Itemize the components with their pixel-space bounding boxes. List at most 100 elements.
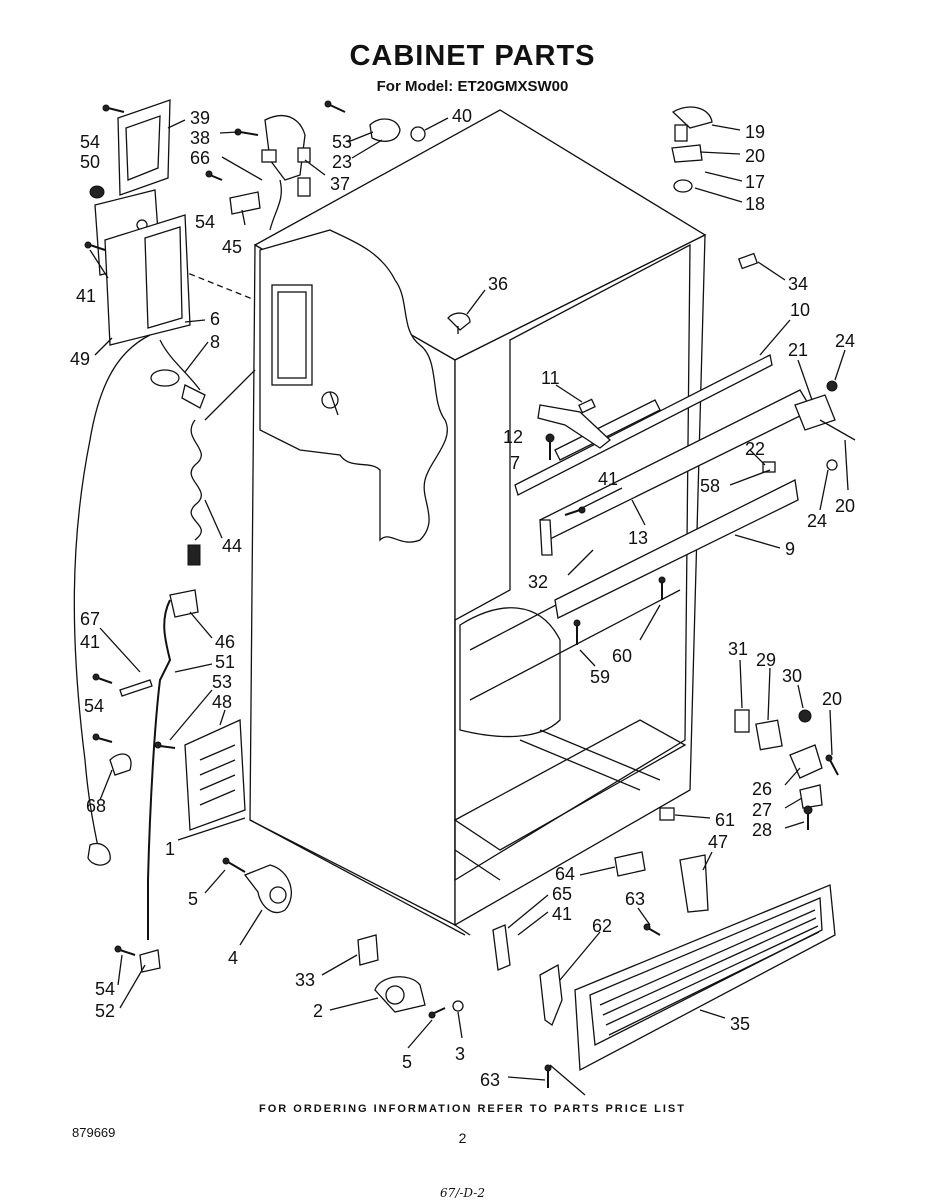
clamp-52 xyxy=(139,949,161,973)
callout: 3 xyxy=(455,1044,465,1064)
hinge-cover xyxy=(671,106,713,129)
callout: 67 xyxy=(80,609,100,629)
callout: 48 xyxy=(212,692,232,712)
callout: 46 xyxy=(215,632,235,652)
screw-icon xyxy=(222,857,246,873)
callout: 9 xyxy=(785,539,795,559)
clip-61 xyxy=(659,807,675,821)
wiring-harness-45 xyxy=(229,191,261,215)
callout: 65 xyxy=(552,884,572,904)
knob-50 xyxy=(89,185,105,199)
wire-coil xyxy=(190,419,202,541)
power-cord xyxy=(73,334,151,861)
callout: 54 xyxy=(195,212,215,232)
bracket-11 xyxy=(537,404,611,449)
callout: 11 xyxy=(541,368,560,388)
callout: 63 xyxy=(625,889,645,909)
callout: 40 xyxy=(452,106,472,126)
model-subtitle: For Model: ET20GMXSW00 xyxy=(376,78,569,95)
rail-10 xyxy=(514,354,773,496)
callout: 29 xyxy=(756,650,776,670)
callout: 41 xyxy=(76,286,96,306)
screw-icon xyxy=(102,104,125,113)
drain-fitting xyxy=(169,589,199,618)
document-number: 879669 xyxy=(72,1125,116,1140)
screw-icon xyxy=(825,754,839,776)
callout: 53 xyxy=(332,132,352,152)
callout: 58 xyxy=(700,476,720,496)
callout: 41 xyxy=(598,469,618,489)
callout: 30 xyxy=(782,666,802,686)
screw-icon xyxy=(658,576,666,600)
screw-icon xyxy=(544,1064,552,1088)
shim-29 xyxy=(755,719,783,751)
callout: 27 xyxy=(752,800,772,820)
callout: 64 xyxy=(555,864,575,884)
rail-9 xyxy=(554,479,799,619)
rail-7 xyxy=(554,399,661,461)
drain-tube xyxy=(147,599,172,940)
callout: 5 xyxy=(188,889,198,909)
control-housing-group xyxy=(73,99,256,866)
bracket-33 xyxy=(357,934,379,966)
nut-30 xyxy=(798,709,812,723)
bottom-parts-group xyxy=(222,709,839,1096)
callout: 35 xyxy=(730,1014,750,1034)
screw-icon xyxy=(573,619,581,645)
callout: 8 xyxy=(210,332,220,352)
callout: 59 xyxy=(590,667,610,687)
cabinet-cutaway xyxy=(259,229,448,543)
callout: 6 xyxy=(210,309,220,329)
callout: 51 xyxy=(215,652,235,672)
screw-icon xyxy=(324,100,346,113)
control-opening xyxy=(271,284,313,386)
control-housing xyxy=(117,99,171,196)
callout: 2 xyxy=(313,1001,323,1021)
callout: 20 xyxy=(745,146,765,166)
roller-2 xyxy=(374,976,426,1013)
screw-icon xyxy=(114,945,136,956)
callout: 4 xyxy=(228,948,238,968)
control-panel xyxy=(104,214,191,346)
shim-31 xyxy=(734,709,750,733)
hinge-washer xyxy=(673,179,693,193)
clamp-68 xyxy=(109,753,132,776)
callout: 54 xyxy=(95,979,115,999)
callout: 5 xyxy=(402,1052,412,1072)
hinge-bracket-21 xyxy=(794,394,836,431)
callout: 62 xyxy=(592,916,612,936)
callout: 34 xyxy=(788,274,808,294)
connector xyxy=(187,544,201,566)
callout: 31 xyxy=(728,639,748,659)
callout: 50 xyxy=(80,152,100,172)
callout: 20 xyxy=(835,496,855,516)
callout: 22 xyxy=(745,439,765,459)
thermostat-group xyxy=(205,100,426,231)
callout: 19 xyxy=(745,122,765,142)
screw-icon xyxy=(92,733,113,743)
callout: 18 xyxy=(745,194,765,214)
roller-4 xyxy=(243,864,292,914)
callout: 10 xyxy=(790,300,810,320)
callout: 53 xyxy=(212,672,232,692)
callout: 24 xyxy=(807,511,827,531)
callout: 54 xyxy=(84,696,104,716)
light-socket xyxy=(369,118,401,142)
top-hinge-group xyxy=(447,106,759,334)
screw-icon xyxy=(205,170,223,181)
callout: 36 xyxy=(488,274,508,294)
callout: 20 xyxy=(822,689,842,709)
evaporator-cover xyxy=(459,607,561,738)
callout: 63 xyxy=(480,1070,500,1090)
cabinet-floor xyxy=(453,719,687,851)
callout: 60 xyxy=(612,646,632,666)
washer-3 xyxy=(452,1000,464,1012)
screw-icon xyxy=(234,128,259,136)
handwritten-note: 67/-D-2 xyxy=(440,1186,485,1200)
bushing-24b xyxy=(826,459,838,471)
screw-icon xyxy=(643,923,661,936)
screw-icon xyxy=(428,1007,446,1019)
callout: 37 xyxy=(330,174,350,194)
